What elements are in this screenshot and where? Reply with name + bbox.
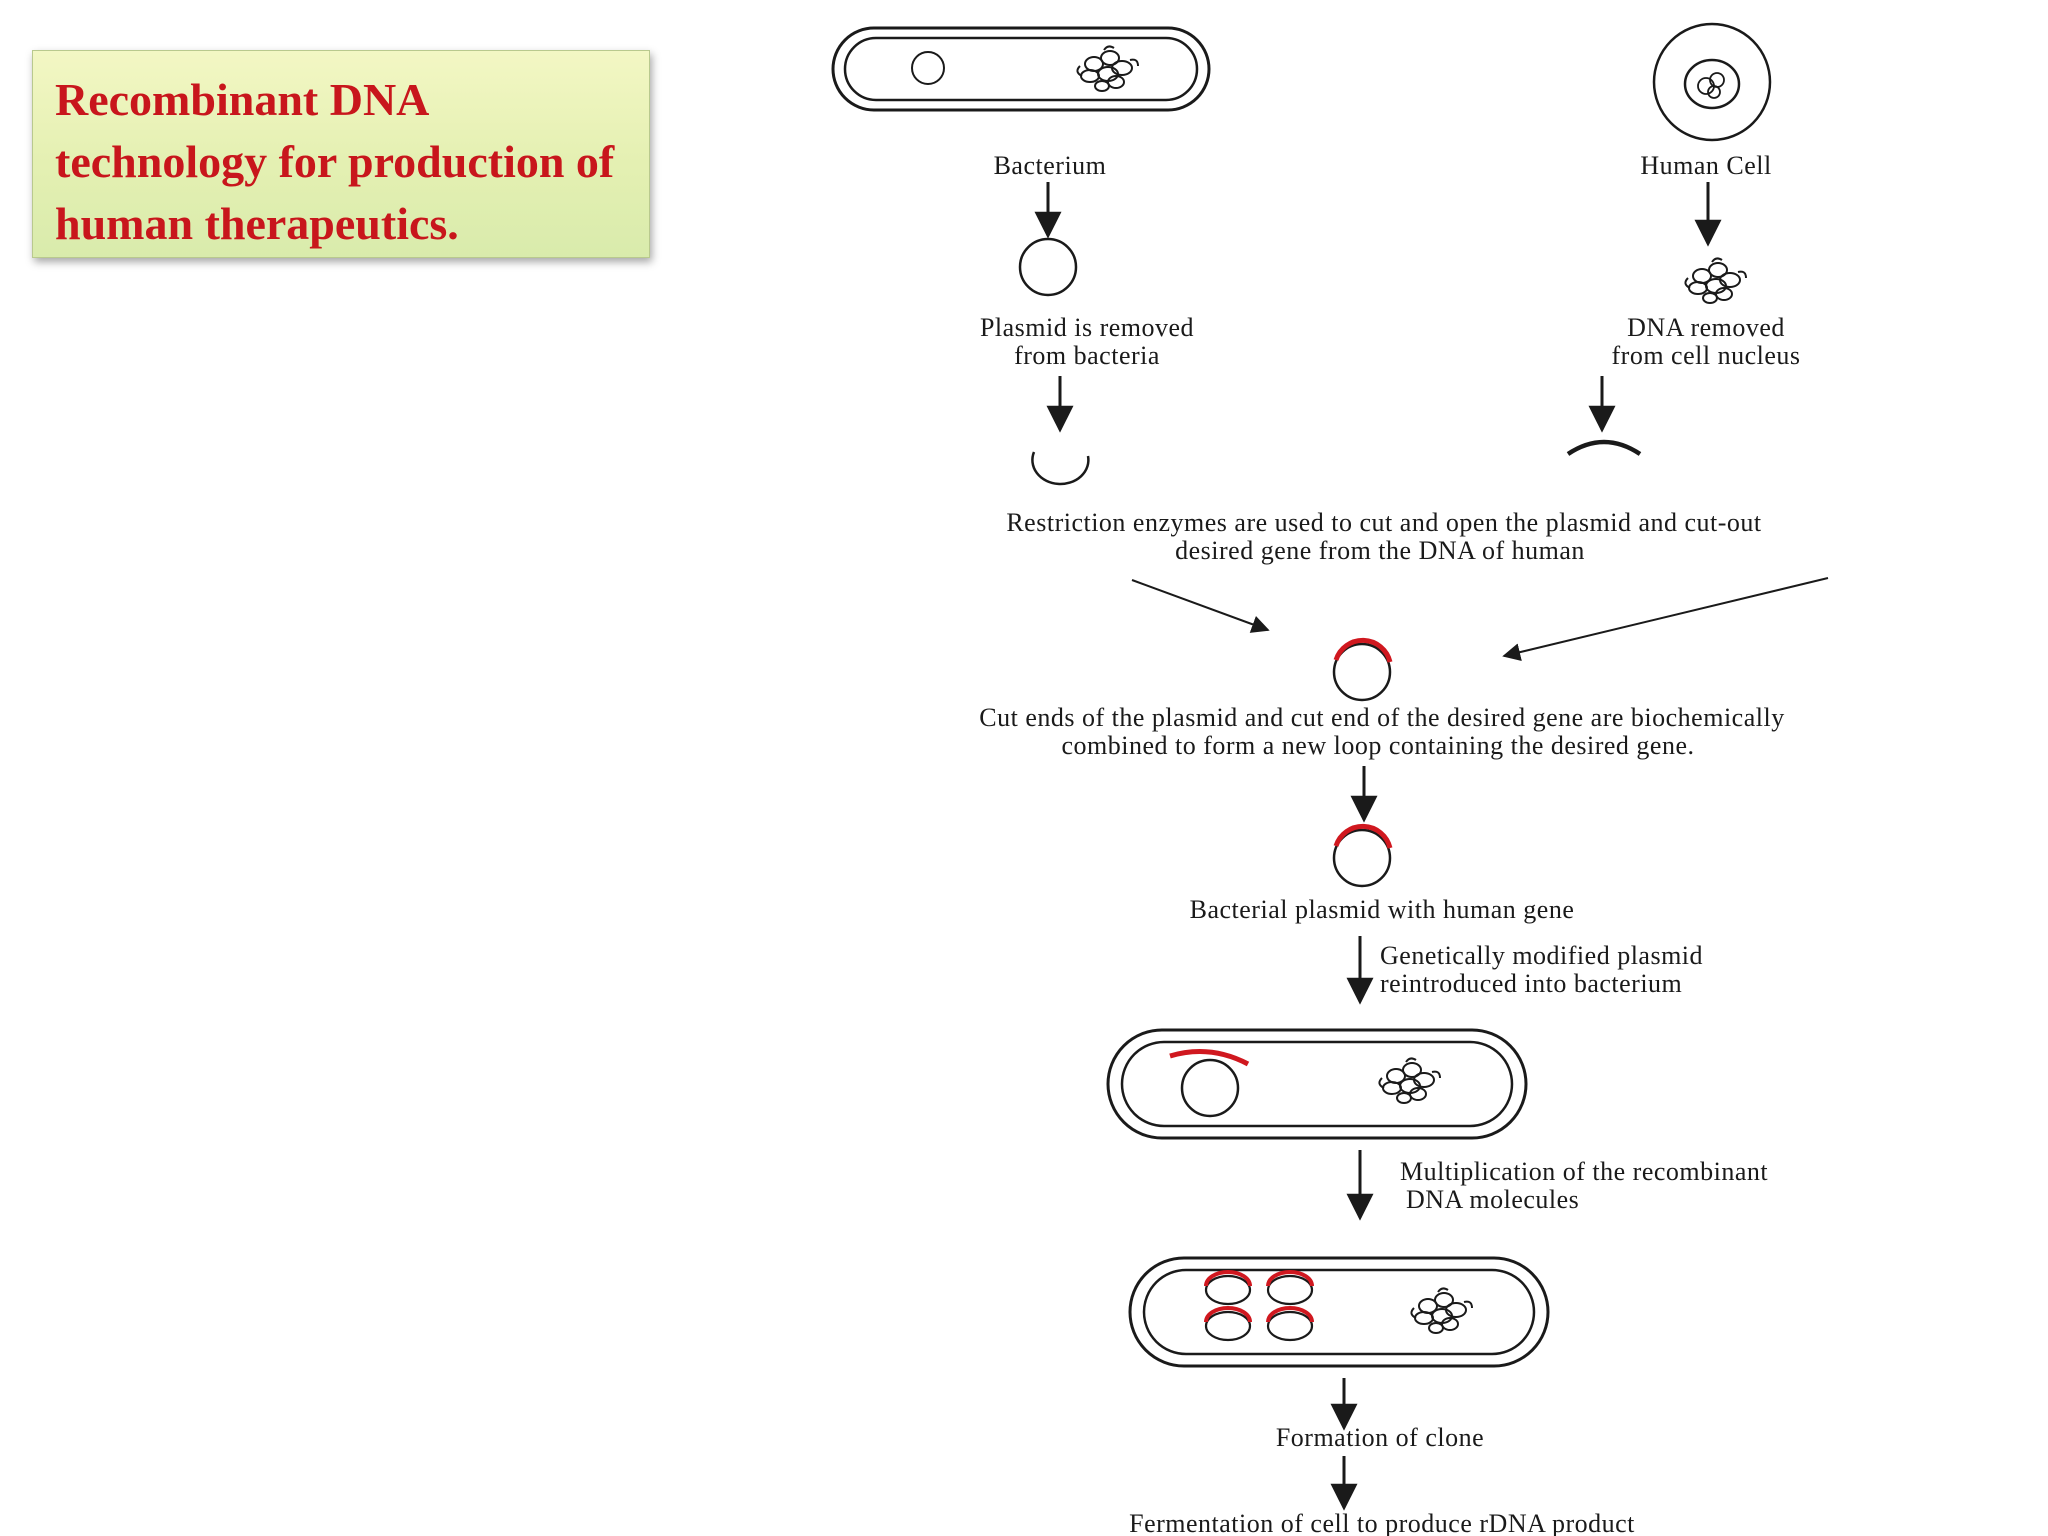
recombinant-plasmid-icon-2 [1332, 823, 1393, 888]
label-restriction-2: desired gene from the DNA of human [1175, 536, 1585, 565]
label-dna-removed-1: DNA removed [1627, 313, 1785, 342]
dna-coil-icon [1684, 257, 1747, 304]
diagram-title: Recombinant DNA technology for productio… [55, 74, 615, 249]
label-multiplication-1: Multiplication of the recombinant [1400, 1157, 1768, 1186]
label-human-cell: Human Cell [1640, 151, 1771, 180]
recombinant-plasmid-icon [1332, 637, 1393, 702]
label-dna-removed-2: from cell nucleus [1612, 341, 1801, 370]
label-cut-ends-2: combined to form a new loop containing t… [1061, 731, 1694, 760]
bacterium-recombinant-icon [1106, 1028, 1528, 1140]
plasmid-icon [1018, 237, 1078, 297]
cut-gene-icon [1566, 439, 1642, 456]
label-cut-ends-1: Cut ends of the plasmid and cut end of t… [979, 703, 1784, 732]
label-reintroduced-1: Genetically modified plasmid [1380, 941, 1703, 970]
human-cell-icon [1652, 22, 1772, 142]
title-box: Recombinant DNA technology for productio… [32, 50, 650, 258]
label-bacterial-plasmid: Bacterial plasmid with human gene [1190, 895, 1575, 924]
label-multiplication-2: DNA molecules [1406, 1185, 1579, 1214]
cut-plasmid-icon [1031, 451, 1090, 486]
label-bacterium: Bacterium [994, 151, 1107, 180]
label-plasmid-removed-2: from bacteria [1014, 341, 1160, 370]
label-reintroduced-2: reintroduced into bacterium [1380, 969, 1682, 998]
arrow-right-diagonal [1502, 577, 1829, 661]
label-restriction-1: Restriction enzymes are used to cut and … [1006, 508, 1762, 537]
arrow-left-diagonal [1131, 579, 1270, 633]
bacterium-multiplied-icon [1128, 1256, 1550, 1368]
label-fermentation: Fermentation of cell to produce rDNA pro… [1129, 1509, 1635, 1536]
bacterium-cell-icon [831, 26, 1211, 112]
label-plasmid-removed-1: Plasmid is removed [980, 313, 1194, 342]
label-clone: Formation of clone [1276, 1423, 1484, 1452]
